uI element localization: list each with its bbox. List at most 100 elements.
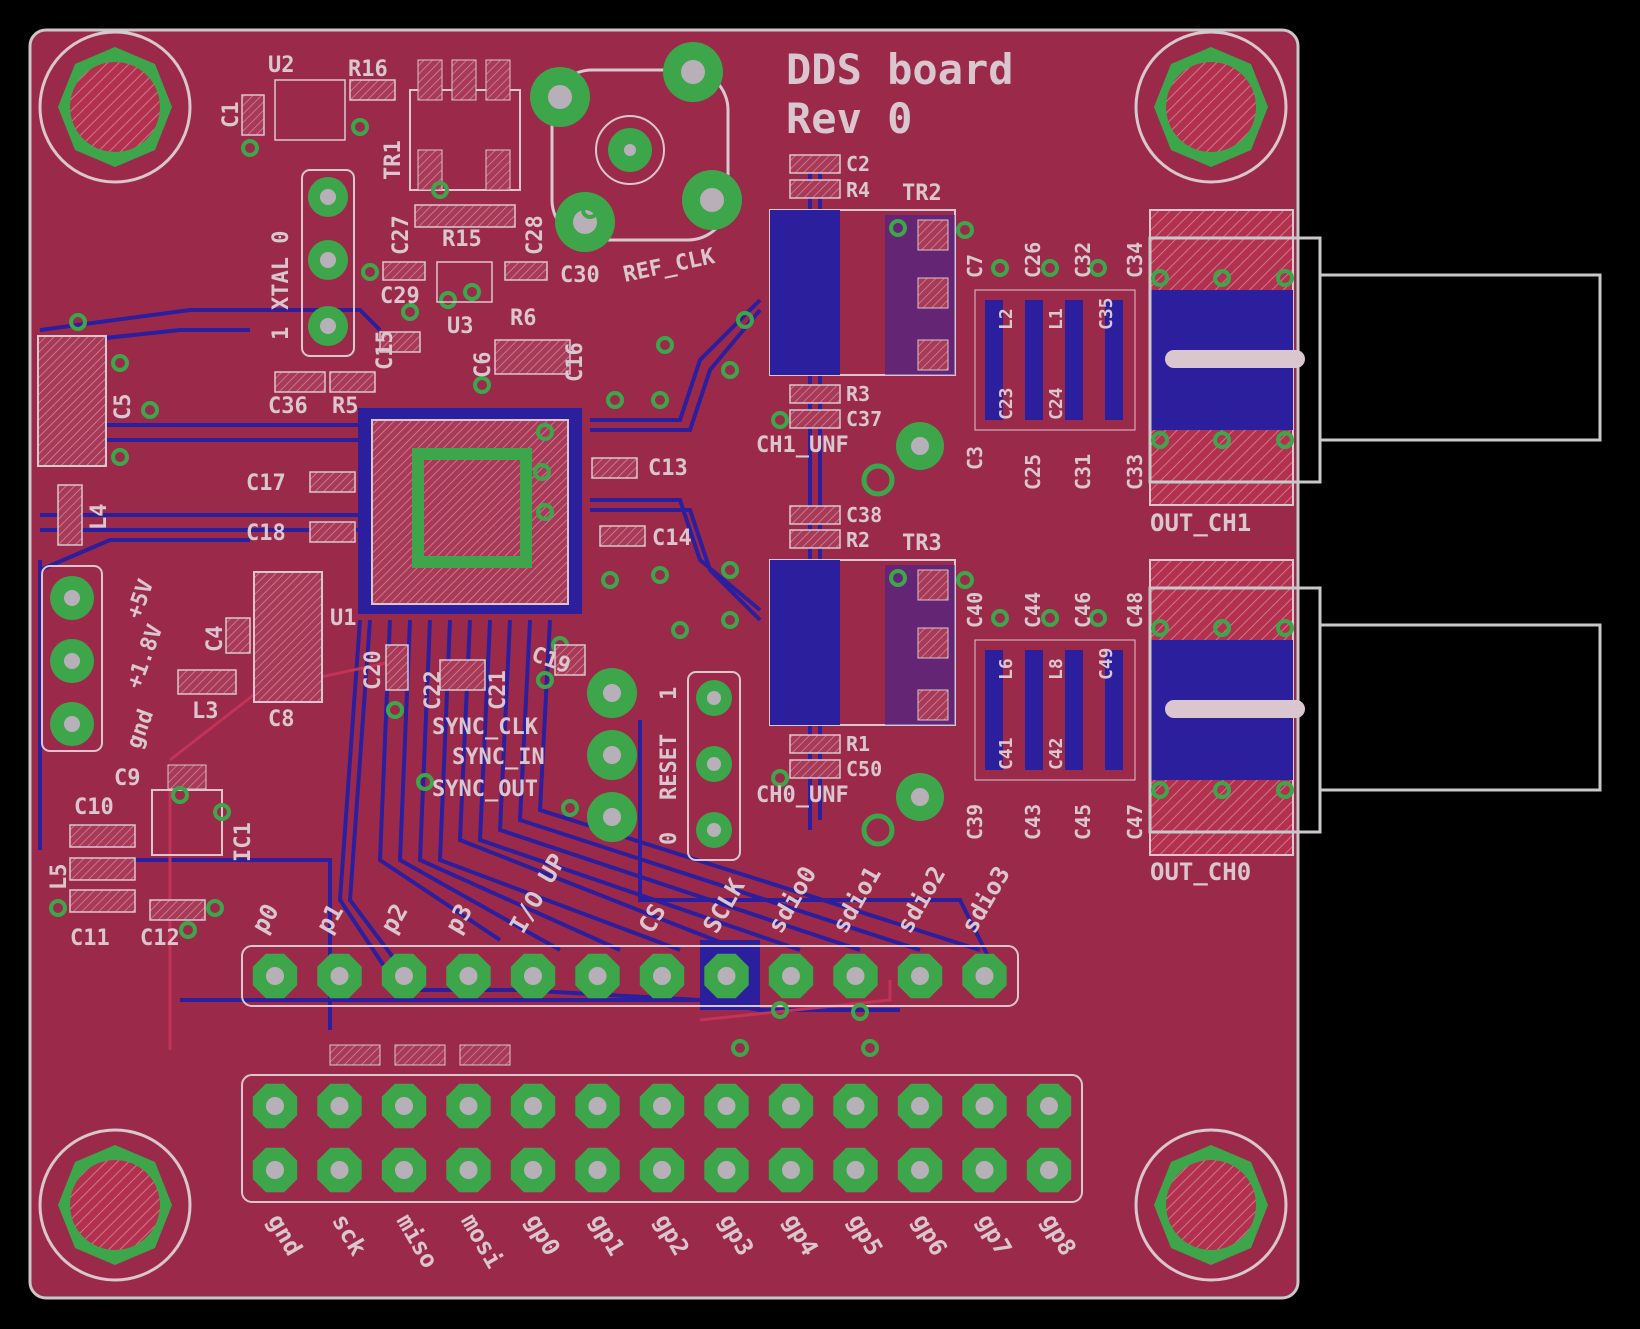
label-c45: C45 bbox=[1071, 804, 1095, 840]
bottom-header-pin-upper-drill bbox=[1040, 1097, 1058, 1115]
label-c48: C48 bbox=[1123, 592, 1147, 628]
label-r4: R4 bbox=[846, 178, 870, 202]
via bbox=[1213, 781, 1231, 799]
via bbox=[1213, 269, 1231, 287]
via bbox=[1276, 619, 1294, 637]
via bbox=[651, 566, 669, 584]
label-c41: C41 bbox=[996, 737, 1017, 770]
label-c9: C9 bbox=[114, 766, 141, 791]
top-header-pin-drill bbox=[524, 967, 542, 985]
bottom-header-pin-lower-drill bbox=[782, 1161, 800, 1179]
label-xtal-pin1: 1 bbox=[269, 327, 294, 340]
bottom-header-pin-upper-drill bbox=[975, 1097, 994, 1115]
label-c12: C12 bbox=[140, 926, 180, 951]
label-c16: C16 bbox=[563, 342, 588, 382]
via bbox=[179, 921, 197, 939]
sync-header bbox=[587, 668, 637, 842]
via bbox=[401, 303, 419, 321]
label-l6: L6 bbox=[996, 658, 1017, 680]
label-l1: L1 bbox=[1046, 308, 1067, 330]
label-r16: R16 bbox=[348, 57, 388, 82]
bottom-header-pin-upper-drill bbox=[524, 1097, 542, 1115]
label-c49: C49 bbox=[1096, 647, 1117, 680]
via bbox=[69, 313, 87, 331]
label-tr1: TR1 bbox=[381, 140, 406, 180]
via bbox=[861, 1039, 879, 1057]
bottom-header-pin-lower-drill bbox=[395, 1161, 413, 1179]
label-l4: L4 bbox=[87, 504, 112, 531]
bottom-header-pin-lower-drill bbox=[653, 1161, 671, 1179]
via bbox=[651, 391, 669, 409]
label-c10: C10 bbox=[74, 795, 114, 820]
label-c31: C31 bbox=[1071, 454, 1095, 490]
label-c20: C20 bbox=[361, 650, 386, 690]
via bbox=[439, 291, 457, 309]
via bbox=[721, 611, 739, 629]
via bbox=[721, 361, 739, 379]
vias bbox=[49, 118, 1294, 1057]
via bbox=[771, 1001, 789, 1019]
label-u1: U1 bbox=[330, 606, 357, 631]
mounting-hole-bottom-left bbox=[38, 1128, 192, 1282]
label-c24: C24 bbox=[1046, 387, 1067, 420]
via bbox=[581, 201, 599, 219]
via bbox=[536, 423, 554, 441]
label-c23: C23 bbox=[996, 387, 1017, 420]
label-c29: C29 bbox=[380, 284, 420, 309]
via bbox=[431, 181, 449, 199]
label-u3: U3 bbox=[447, 314, 474, 339]
bottom-header-pin-lower-drill bbox=[588, 1161, 607, 1179]
label-out-ch1: OUT_CH1 bbox=[1150, 509, 1251, 537]
via bbox=[206, 899, 224, 917]
via bbox=[1151, 431, 1169, 449]
mounting-hole-top-left bbox=[38, 30, 192, 184]
ch0-unf-testpoint bbox=[861, 773, 944, 847]
label-c30: C30 bbox=[560, 263, 600, 288]
label-c40: C40 bbox=[963, 592, 987, 628]
top-header-pin-drill bbox=[846, 967, 865, 985]
xtal-header bbox=[301, 169, 355, 357]
bottom-header-pin-upper-drill bbox=[846, 1097, 865, 1115]
bottom-header-pin-upper-drill bbox=[395, 1097, 413, 1115]
label-c38: C38 bbox=[846, 503, 882, 527]
label-c21: C21 bbox=[486, 670, 511, 710]
label-tr2: TR2 bbox=[902, 181, 942, 206]
via bbox=[601, 571, 619, 589]
label-c22: C22 bbox=[421, 670, 446, 710]
via bbox=[416, 773, 434, 791]
bottom-header-pin-lower-drill bbox=[524, 1161, 542, 1179]
filter-ch0 bbox=[974, 639, 1136, 781]
label-c4: C4 bbox=[203, 626, 228, 653]
silkscreen-labels: DDS board Rev 0 U2 R16 C1 TR1 XTAL 0 1 C… bbox=[47, 45, 1251, 951]
via bbox=[1151, 781, 1169, 799]
board-title: DDS board bbox=[786, 45, 1014, 94]
via bbox=[386, 701, 404, 719]
label-c32: C32 bbox=[1071, 242, 1095, 278]
label-l2: L2 bbox=[996, 308, 1017, 330]
via bbox=[1089, 609, 1107, 627]
label-c47: C47 bbox=[1123, 804, 1147, 840]
label-c42: C42 bbox=[1046, 737, 1067, 770]
top-header-pin-drill bbox=[782, 967, 800, 985]
via bbox=[956, 571, 974, 589]
via bbox=[536, 503, 554, 521]
bottom-header-pin-lower-drill bbox=[459, 1161, 478, 1179]
via bbox=[111, 354, 129, 372]
u1-chip bbox=[358, 408, 582, 614]
label-u2: U2 bbox=[268, 53, 295, 78]
power-header bbox=[41, 565, 103, 752]
top-pin-header bbox=[241, 945, 1019, 1007]
via bbox=[991, 259, 1009, 277]
label-l3: L3 bbox=[192, 699, 219, 724]
via bbox=[606, 391, 624, 409]
label-out-ch0: OUT_CH0 bbox=[1150, 858, 1251, 886]
via bbox=[771, 411, 789, 429]
label-c44: C44 bbox=[1021, 592, 1045, 628]
top-header-pin-drill bbox=[717, 967, 736, 985]
bottom-pin-header-pins bbox=[252, 1083, 1072, 1193]
bottom-header-pin-lower-drill bbox=[911, 1161, 929, 1179]
top-header-pin-drill bbox=[266, 967, 284, 985]
out-ch0-connector bbox=[1148, 559, 1602, 856]
label-r3: R3 bbox=[846, 382, 870, 406]
via bbox=[956, 221, 974, 239]
